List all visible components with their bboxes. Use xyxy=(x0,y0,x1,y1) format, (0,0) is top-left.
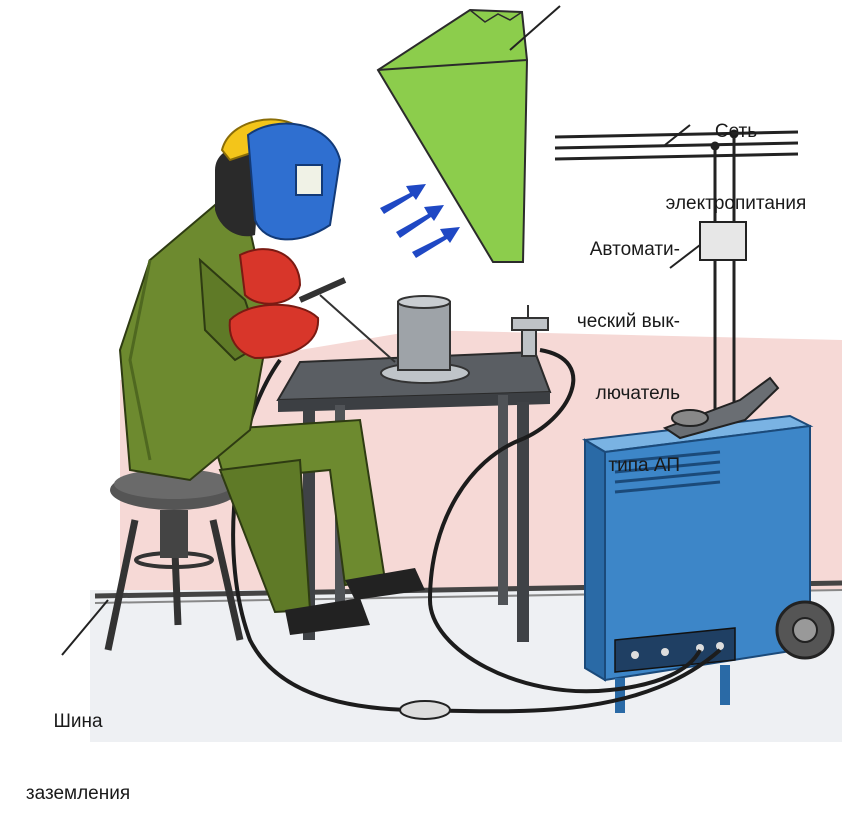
breaker-line-1: Автомати- xyxy=(540,238,680,262)
breaker-line-2: ческий вык- xyxy=(540,310,680,334)
breaker-line-4: типа АП xyxy=(540,454,680,478)
power-network-line-1: Сеть xyxy=(636,120,836,144)
ground-bus-line-2: заземления xyxy=(8,782,148,806)
breaker-label: Автомати- ческий вык- лючатель типа АП xyxy=(540,190,680,502)
ground-bus-label: Шина заземления xyxy=(8,662,148,830)
exhaust-hood xyxy=(378,6,560,262)
airflow-arrows xyxy=(380,184,460,258)
ground-bus-line-1: Шина xyxy=(8,710,148,734)
breaker-line-3: лючатель xyxy=(540,382,680,406)
welding-station-illustration: Сеть электропитания Автомати- ческий вык… xyxy=(0,0,842,742)
